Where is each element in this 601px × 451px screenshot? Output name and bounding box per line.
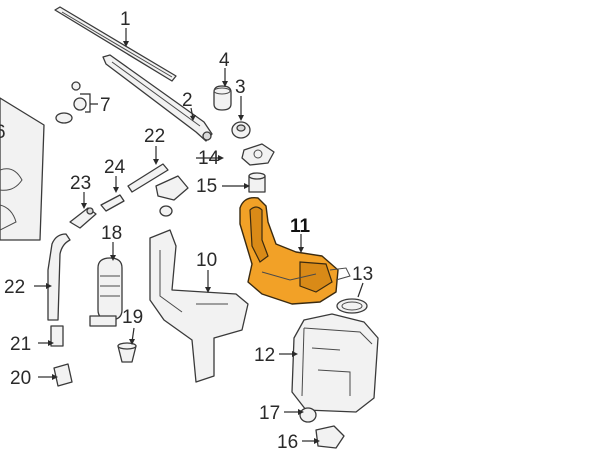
connector-part-24: [100, 194, 125, 212]
callout-22-upper: 22: [144, 126, 165, 147]
callout-4: 4: [219, 50, 230, 71]
callout-1: 1: [120, 9, 131, 30]
callout-23: 23: [70, 173, 91, 194]
callout-15: 15: [196, 176, 217, 197]
callout-7: 7: [100, 95, 111, 116]
fastener-part-7: [55, 81, 87, 124]
callout-17: 17: [259, 403, 280, 424]
seal-ring-part-13: [336, 298, 368, 314]
callout-13: 13: [352, 264, 373, 285]
callout-11: 11: [290, 216, 311, 237]
callout-24: 24: [104, 157, 126, 178]
callout-18: 18: [101, 223, 122, 244]
hose-part-22-lower: [47, 233, 71, 321]
wiper-arm-part: [102, 54, 213, 142]
callout-6: 6: [0, 122, 6, 143]
reservoir-bracket-part-10: [149, 229, 249, 383]
filler-cap-part-15: [248, 172, 266, 193]
fitting-part-21: [50, 325, 64, 347]
bracket-part-14: [241, 143, 275, 166]
leader-arrowheads: [46, 41, 320, 444]
callout-21: 21: [10, 334, 31, 355]
pump-part-16: [315, 425, 345, 449]
grommet-part-19: [117, 342, 137, 363]
callout-2: 2: [182, 90, 193, 111]
hose-part-22-upper: [127, 163, 169, 193]
wiper-blade-part: [54, 6, 177, 82]
reservoir-tank-part-12: [291, 313, 379, 413]
nut-cap-part-4: [213, 85, 232, 111]
callout-22-lower: 22: [4, 277, 25, 298]
nozzle-part-23: [69, 207, 97, 229]
callout-3: 3: [235, 77, 246, 98]
callout-20: 20: [10, 368, 31, 389]
pump-seal-parts: [155, 175, 189, 217]
callout-19: 19: [122, 307, 143, 328]
callout-16: 16: [277, 432, 298, 451]
grommet-part-17: [299, 407, 317, 423]
callout-14: 14: [198, 148, 220, 169]
callout-12: 12: [254, 345, 275, 366]
side-panel-part-6: [0, 97, 45, 241]
grommet-part-3: [231, 121, 251, 139]
callout-10: 10: [196, 250, 217, 271]
callout-labels: 1 2 3 4 6 7 22 14 24 23 15 11 18 10 22 1…: [0, 9, 373, 451]
elbow-part-20: [53, 363, 73, 387]
filler-neck-part-11-highlighted: [239, 197, 351, 305]
washer-pump-part-18: [89, 257, 123, 327]
